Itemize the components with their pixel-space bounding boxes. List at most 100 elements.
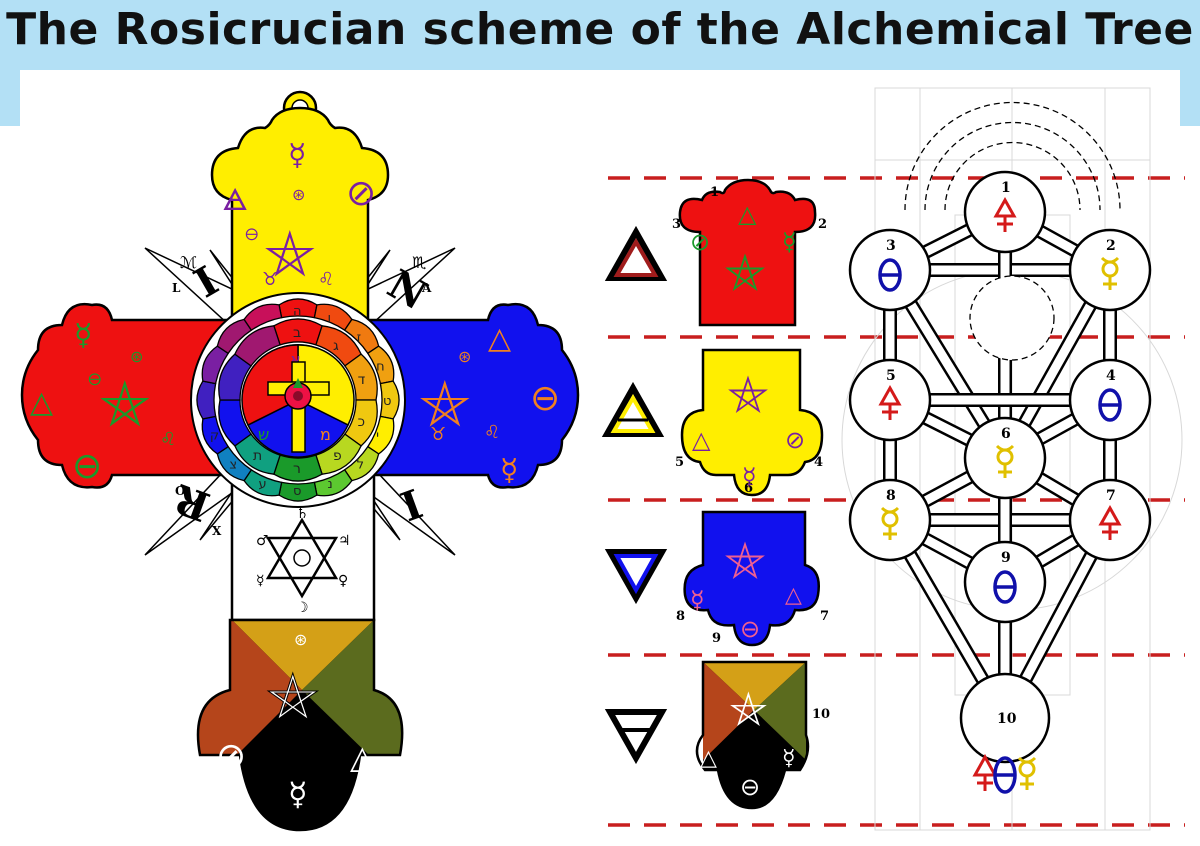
air-piece-pentagram: ⛤ [728, 366, 768, 424]
fire-piece-right-symbol: ☿ [782, 228, 797, 256]
sephira-10: 10 [959, 672, 1051, 764]
row2-number-4: 4 [814, 455, 823, 470]
right-wheel-symbol: ⊛ [458, 347, 471, 366]
rose-outer-petal [201, 345, 230, 385]
earth-piece-bottom-symbol: ⊖ [740, 773, 760, 801]
middle-hebrew-letter: ב [293, 325, 301, 341]
fire-piece-left-symbol: ⊘ [690, 228, 710, 256]
left-leo-symbol: ♌ [160, 429, 176, 450]
sephira-number: 2 [1106, 238, 1116, 254]
sephira-9: 9 [963, 540, 1047, 624]
hexagram-jupiter: ♃ [338, 533, 351, 549]
sephira-number: 7 [1106, 488, 1116, 504]
earth-piece-right-symbol: ☿ [782, 746, 796, 771]
bottom-pentagram: ⛤ [268, 660, 318, 733]
water-piece: ⛤ ☿ △ ⊖ 7 8 9 [676, 510, 829, 647]
right-arm-water: △ ⛤ ⊖ ♌ ☿ ⊛ ♉ [366, 302, 580, 489]
air-piece-bottom-symbol: ☿ [742, 463, 757, 491]
sephira-circle [848, 228, 932, 312]
sephira-8: 8 [848, 478, 932, 562]
ray-letter-a: A [421, 281, 432, 295]
bottom-wheel-symbol: ⊛ [294, 630, 307, 649]
left-air-symbol: △ [30, 385, 53, 420]
title-band-right-edge [1180, 70, 1200, 126]
water-piece-right-symbol: △ [785, 583, 802, 608]
water-triangle [604, 549, 668, 605]
ray-zodiac-scorpio: ♏ [412, 253, 426, 272]
sephira-1: 1 [963, 170, 1047, 254]
right-mercury-symbol: ☿ [500, 453, 518, 488]
mercury-icon [995, 444, 1015, 478]
rose-outer-petal [379, 380, 400, 420]
middle-hebrew-letter: כ [358, 414, 365, 430]
top-mercury-symbol: ☿ [288, 138, 306, 173]
left-aquarius-symbol: 🜔 [88, 370, 101, 389]
fire-piece-pentagram: ⛤ [725, 244, 765, 302]
rose-outer-petal [216, 318, 253, 355]
left-pentagram: ⛤ [100, 367, 150, 440]
outer-hebrew-letter: ז [357, 330, 362, 345]
row2-number-6: 6 [744, 481, 753, 496]
sephira-circle [1068, 228, 1152, 312]
left-mercury-symbol: ☿ [74, 318, 92, 353]
outer-hebrew-letter: ק [210, 428, 219, 443]
earth-piece-pentagram: ⛤ [730, 682, 767, 736]
outer-hebrew-letter: ו [327, 311, 331, 326]
left-arm-fire: ☿ ⛤ 🜔 ♌ ⊖ △ ⊛ [20, 302, 234, 489]
air-piece-left-symbol: △ [692, 426, 711, 454]
ray-letter-l: L [172, 281, 181, 295]
row1-number-3: 3 [672, 217, 681, 232]
mercury-icon [880, 506, 900, 540]
row3-number-8: 8 [676, 609, 685, 624]
salt-icon [993, 570, 1017, 604]
inri-letter-r-bottom-left: R [168, 474, 216, 530]
right-taurus-symbol: ♉ [430, 424, 446, 445]
outer-hebrew-letter: ס [293, 484, 301, 499]
outer-hebrew-letter: נ [327, 477, 332, 492]
rose-outer-petal [366, 415, 395, 455]
sephira-number: 5 [886, 368, 896, 384]
rose-outer-petal [366, 345, 395, 385]
row3-number-9: 9 [712, 631, 721, 646]
sephira-number: 9 [1001, 550, 1011, 566]
water-piece-left-symbol: ☿ [690, 586, 705, 614]
row4-number-10: 10 [812, 707, 830, 722]
sulfur-icon [878, 384, 902, 420]
top-salt-symbol: ⊘ [346, 173, 376, 214]
rose-outer-petal [243, 303, 283, 332]
row2-number-5: 5 [675, 455, 684, 470]
rose-cross: I N R I L V X O A ℳ ♏ ☿ 🜁 🜔 ⊘ ⛤ ♉ ♌ [20, 90, 580, 832]
sephira-3: 3 [848, 228, 932, 312]
sephira-2: 2 [1068, 228, 1152, 312]
sephira-number: 1 [1001, 180, 1011, 196]
rose-outer-petal [278, 298, 318, 319]
sephira-circle [848, 358, 932, 442]
outer-hebrew-letter: י [376, 428, 379, 443]
fire-piece-top-symbol: △ [738, 200, 757, 228]
top-wheel-symbol: ⊛ [292, 185, 305, 204]
sephira-number: 10 [997, 711, 1017, 727]
outer-hebrew-letter: ט [383, 394, 391, 409]
right-salt-symbol: ⊖ [530, 378, 560, 419]
earth-triangle [604, 709, 668, 765]
right-air-symbol: △ [488, 321, 511, 356]
sephira-circle [963, 540, 1047, 624]
left-salt-symbol: ⊖ [72, 446, 102, 487]
left-wheel-symbol: ⊛ [130, 347, 143, 366]
right-leo-symbol: ♌ [484, 422, 500, 443]
sephira-number: 8 [886, 488, 896, 504]
rose-outer-petal [343, 318, 380, 355]
bottom-mercury-symbol: ☿ [288, 775, 308, 813]
sephira-4: 4 [1068, 358, 1152, 442]
mercury-icon [1100, 256, 1120, 290]
middle-hebrew-letter: ר [293, 461, 301, 477]
outer-hebrew-letter: צ [229, 458, 237, 473]
sephira-circle [848, 478, 932, 562]
